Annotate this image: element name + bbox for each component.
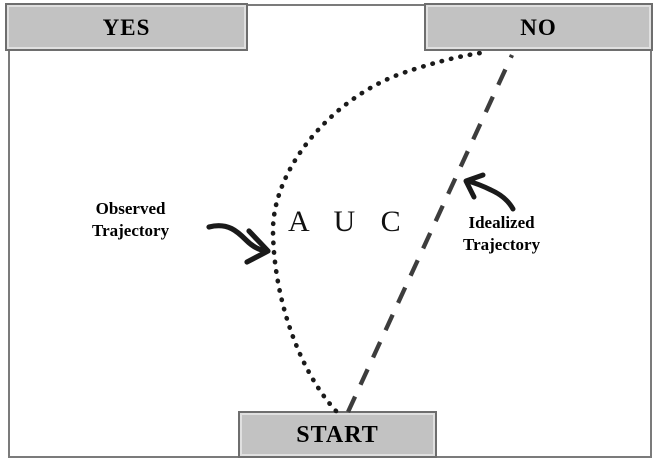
- annotation-observed-line1: Observed: [95, 199, 166, 218]
- node-box-start[interactable]: START: [238, 411, 437, 458]
- annotation-idealized-trajectory: Idealized Trajectory: [463, 212, 540, 256]
- annotation-idealized-line1: Idealized: [468, 213, 535, 232]
- node-label-start: START: [296, 421, 379, 448]
- node-label-no: NO: [520, 14, 557, 40]
- auc-region-label: A U C: [288, 205, 410, 238]
- node-box-no[interactable]: NO: [424, 3, 653, 51]
- annotation-observed-trajectory: Observed Trajectory: [92, 198, 169, 242]
- node-box-yes[interactable]: YES: [5, 3, 248, 51]
- node-label-yes: YES: [102, 14, 151, 40]
- annotation-idealized-line2: Trajectory: [463, 234, 541, 254]
- annotation-observed-line2: Trajectory: [92, 220, 170, 240]
